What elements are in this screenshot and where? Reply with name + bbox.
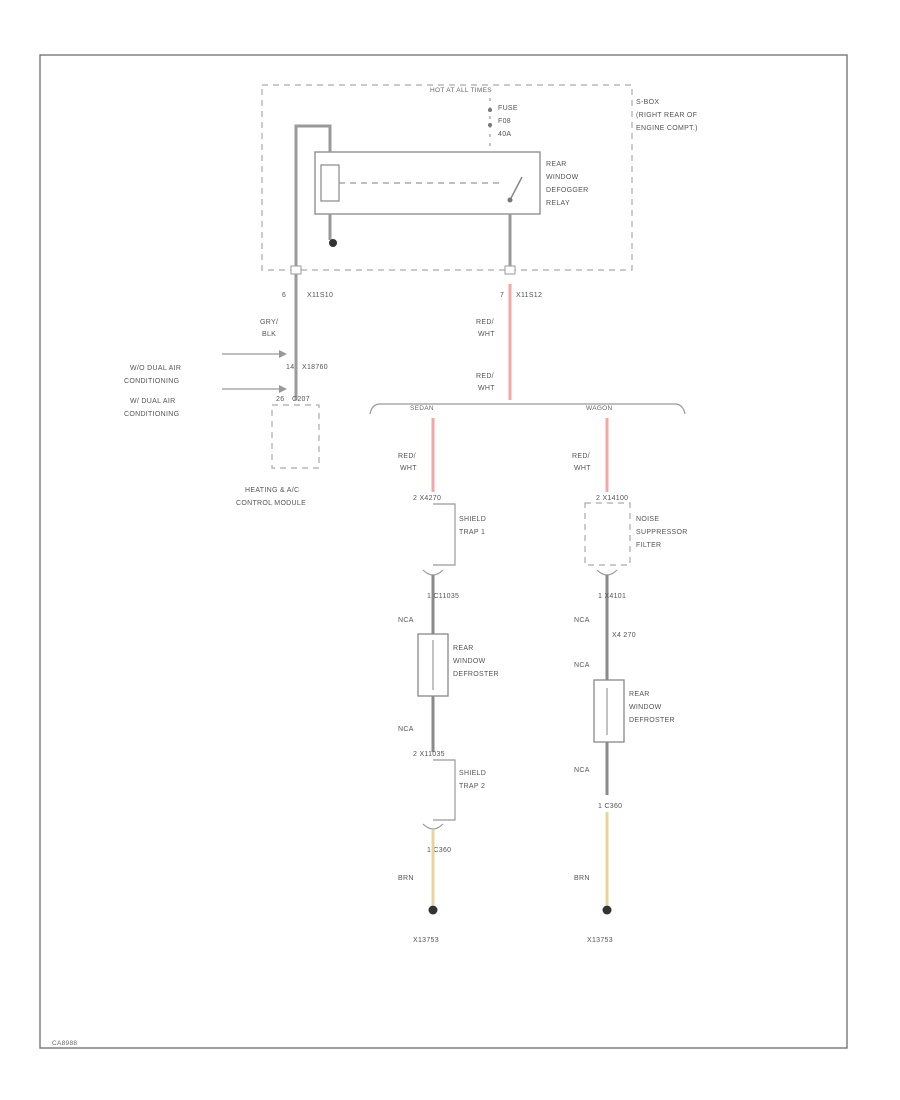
relay-label-3: DEFOGGER	[546, 187, 588, 194]
input2-label-1: W/ DUAL AIR	[130, 398, 175, 405]
wire-color-gry: GRY/	[260, 319, 278, 326]
relay-label-4: RELAY	[546, 200, 570, 207]
conn14-label: X18760	[302, 364, 328, 371]
left-red-a: RED/	[398, 453, 416, 460]
right-filter-1: NOISE	[636, 516, 659, 523]
fuse-label-2: F08	[498, 118, 511, 125]
input2-arrow-head	[279, 385, 287, 393]
diagram-id: CA8988	[52, 1040, 77, 1047]
left-connector-2-icon	[422, 569, 444, 576]
wire-red2-a: RED/	[476, 373, 494, 380]
left-shield1-b: TRAP 1	[459, 529, 485, 536]
right-connector-2: 1 X4101	[598, 593, 626, 600]
hvac-label-2: CONTROL MODULE	[236, 500, 306, 507]
relay-label-2: WINDOW	[546, 174, 579, 181]
wire-red2-b: WHT	[478, 385, 495, 392]
branch-bracket	[369, 403, 686, 415]
branch-left-label: SEDAN	[410, 405, 434, 412]
conn-c207-label: C207	[292, 396, 310, 403]
wire-color-blk: BLK	[262, 331, 276, 338]
left-shield2-b: TRAP 2	[459, 783, 485, 790]
right-defroster-1: REAR	[629, 691, 650, 698]
right-defroster-3: DEFROSTER	[629, 717, 675, 724]
right-red-b: WHT	[574, 465, 591, 472]
branch-right-label: WAGON	[586, 405, 613, 412]
input1-label-2: CONDITIONING	[124, 378, 179, 385]
relay-label-1: REAR	[546, 161, 567, 168]
hot-at-all-times-label: HOT AT ALL TIMES	[430, 87, 492, 94]
left-shield1-a: SHIELD	[459, 516, 486, 523]
sjb-label-3: ENGINE COMPT.)	[636, 125, 698, 132]
right-filter-3: FILTER	[636, 542, 661, 549]
left-connector-4-icon	[422, 823, 444, 830]
left-connector-label: X11S10	[307, 292, 333, 299]
left-nca-2: NCA	[398, 726, 414, 733]
left-red-b: WHT	[400, 465, 417, 472]
right-nca-3: NCA	[574, 767, 590, 774]
hvac-label-1: HEATING & A/C	[245, 487, 299, 494]
wire-red1-b: WHT	[478, 331, 495, 338]
left-pin-label: 6	[282, 292, 286, 299]
left-defroster-3: DEFROSTER	[453, 671, 499, 678]
left-connector-4: 1 C360	[427, 847, 451, 854]
left-shield2-a: SHIELD	[459, 770, 486, 777]
relay-coil	[320, 164, 340, 202]
right-brn-label: BRN	[574, 875, 590, 882]
sjb-label-2: (RIGHT REAR OF	[636, 112, 697, 119]
pin-c207-label: 26	[276, 396, 284, 403]
left-defroster-1: REAR	[453, 645, 474, 652]
left-shield-trap-1	[433, 503, 456, 566]
left-ground-icon	[428, 905, 438, 915]
left-connector-icon	[290, 265, 302, 275]
left-connector-1: 2 X4270	[413, 495, 441, 502]
mid-pin-label: 7	[500, 292, 504, 299]
relay-switch-pivot	[507, 197, 513, 203]
right-nca-1: NCA	[574, 617, 590, 624]
left-ground-label: X13753	[413, 937, 439, 944]
left-defroster-2: WINDOW	[453, 658, 486, 665]
mid-connector-icon	[504, 265, 516, 275]
left-nca-1: NCA	[398, 617, 414, 624]
sjb-box	[261, 84, 633, 271]
right-defroster-2: WINDOW	[629, 704, 662, 711]
input1-arrow-head	[279, 350, 287, 358]
right-defroster-box	[593, 679, 625, 743]
diagram-frame	[39, 54, 848, 1049]
left-connector-2: 1 C11035	[427, 593, 459, 600]
sjb-label-1: S-BOX	[636, 99, 659, 106]
right-connector-2-icon	[596, 569, 618, 576]
mid-connector-label: X11S12	[516, 292, 542, 299]
right-filter-2: SUPPRESSOR	[636, 529, 688, 536]
fuse-terminal-mid	[488, 123, 492, 127]
right-ground-icon	[602, 905, 612, 915]
relay-switch	[509, 176, 523, 201]
left-brn-label: BRN	[398, 875, 414, 882]
fuse-label-3: 40A	[498, 131, 511, 138]
input2-label-2: CONDITIONING	[124, 411, 179, 418]
left-shield-trap-2	[433, 759, 456, 821]
input1-label-1: W/O DUAL AIR	[130, 365, 181, 372]
right-connector-3: X4 270	[612, 632, 636, 639]
left-connector-3: 2 X11035	[413, 751, 445, 758]
right-nca-2: NCA	[574, 662, 590, 669]
fuse-terminal-top	[488, 108, 492, 112]
right-ground-label: X13753	[587, 937, 613, 944]
wire-red1-a: RED/	[476, 319, 494, 326]
coil-ground-icon	[329, 239, 337, 247]
right-red-a: RED/	[572, 453, 590, 460]
coil-feed-wire	[294, 124, 332, 400]
hvac-module-box	[271, 404, 320, 469]
right-connector-1: 2 X14100	[596, 495, 628, 502]
noise-filter-box	[584, 502, 631, 566]
pin14-label: 14	[286, 364, 294, 371]
right-connector-4: 1 C360	[598, 803, 622, 810]
fuse-label-1: FUSE	[498, 105, 518, 112]
